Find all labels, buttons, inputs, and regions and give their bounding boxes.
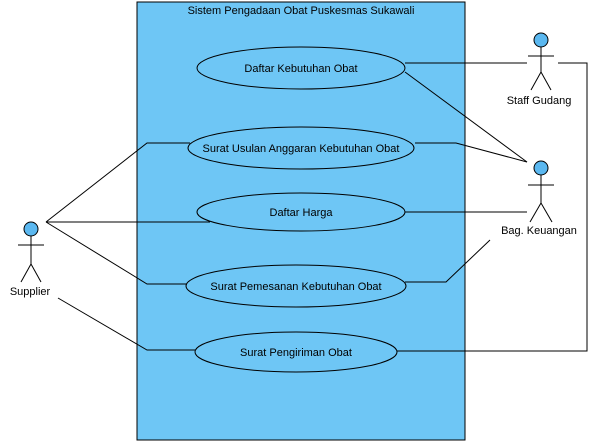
use-case-ellipse <box>196 46 406 90</box>
use-case-ellipse <box>185 264 407 308</box>
assoc-keuangan-daftar-kebutuhan <box>404 71 528 163</box>
stick-figure-icon <box>528 32 554 91</box>
use-case-ellipse <box>187 126 415 170</box>
use-case-surat-pemesanan: Surat Pemesanan Kebutuhan Obat <box>185 264 407 308</box>
actor-label: Supplier <box>10 286 51 298</box>
use-case-label: Surat Pengiriman Obat <box>240 347 352 359</box>
actor-label: Staff Gudang <box>507 95 572 107</box>
stick-figure-icon <box>18 221 44 283</box>
use-case-surat-pengiriman: Surat Pengiriman Obat <box>194 331 398 373</box>
actor-staff-gudang: Staff Gudang <box>507 32 572 107</box>
associations <box>45 62 588 352</box>
use-case-label: Surat Usulan Anggaran Kebutuhan Obat <box>203 143 400 155</box>
use-case-daftar-kebutuhan-obat: Daftar Kebutuhan Obat <box>196 46 406 90</box>
actor-label: Bag. Keuangan <box>501 225 577 237</box>
use-case-label: Daftar Harga <box>270 207 334 219</box>
assoc-staff-gudang-surat-pengiriman <box>397 62 588 352</box>
stick-figure-icon <box>528 160 554 223</box>
system-title: Sistem Pengadaan Obat Puskesmas Sukawali <box>188 5 415 17</box>
use-case-ellipse <box>194 331 398 373</box>
actor-bag-keuangan: Bag. Keuangan <box>501 160 577 237</box>
assoc-supplier-surat-pengiriman <box>57 297 200 351</box>
assoc-supplier-surat-usulan <box>45 142 190 223</box>
use-case-daftar-harga: Daftar Harga <box>196 192 406 232</box>
use-case-surat-usulan-anggaran: Surat Usulan Anggaran Kebutuhan Obat <box>187 126 415 170</box>
actor-supplier: Supplier <box>10 221 51 298</box>
use-case-label: Surat Pemesanan Kebutuhan Obat <box>210 281 381 293</box>
assoc-supplier-surat-pemesanan <box>45 221 190 285</box>
assoc-keuangan-surat-usulan <box>415 142 528 163</box>
use-case-ellipse <box>196 192 406 232</box>
use-case-label: Daftar Kebutuhan Obat <box>244 63 357 75</box>
assoc-keuangan-surat-pemesanan <box>405 239 491 283</box>
